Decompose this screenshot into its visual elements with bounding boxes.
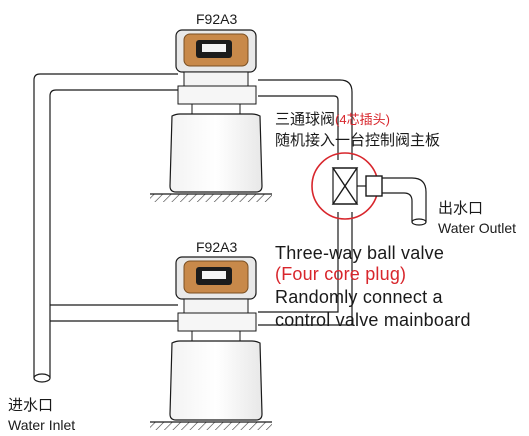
english-desc-line2: (Four core plug) <box>275 264 407 284</box>
water-outlet-pipe <box>382 177 427 226</box>
english-desc-line1: Three-way ball valve <box>275 243 445 263</box>
top-softener-unit <box>150 29 272 202</box>
valve-cn-plug-note: (4芯插头) <box>335 112 390 127</box>
bottom-unit-model-label: F92A3 <box>196 239 238 255</box>
outlet-en-label: Water Outlet <box>438 220 517 236</box>
inlet-cn-label: 进水口 <box>8 397 54 414</box>
valve-cn-name: 三通球阀 <box>275 111 336 128</box>
valve-cn-label-line2: 随机接入一台控制阀主板 <box>275 132 441 149</box>
three-way-ball-valve <box>311 152 383 220</box>
inlet-en-label: Water Inlet <box>8 417 76 433</box>
outlet-cn-label: 出水口 <box>438 200 484 217</box>
bottom-outlet-pipe <box>258 212 353 326</box>
english-desc-line3: Randomly connect a <box>275 287 443 307</box>
inlet-pipe <box>33 73 178 383</box>
bottom-softener-unit <box>150 256 272 430</box>
valve-cn-label-line1: 三通球阀(4芯插头) <box>275 112 390 127</box>
top-outlet-pipe <box>258 79 353 160</box>
top-unit-model-label: F92A3 <box>196 11 238 27</box>
english-desc-line4: control valve mainboard <box>275 310 471 330</box>
